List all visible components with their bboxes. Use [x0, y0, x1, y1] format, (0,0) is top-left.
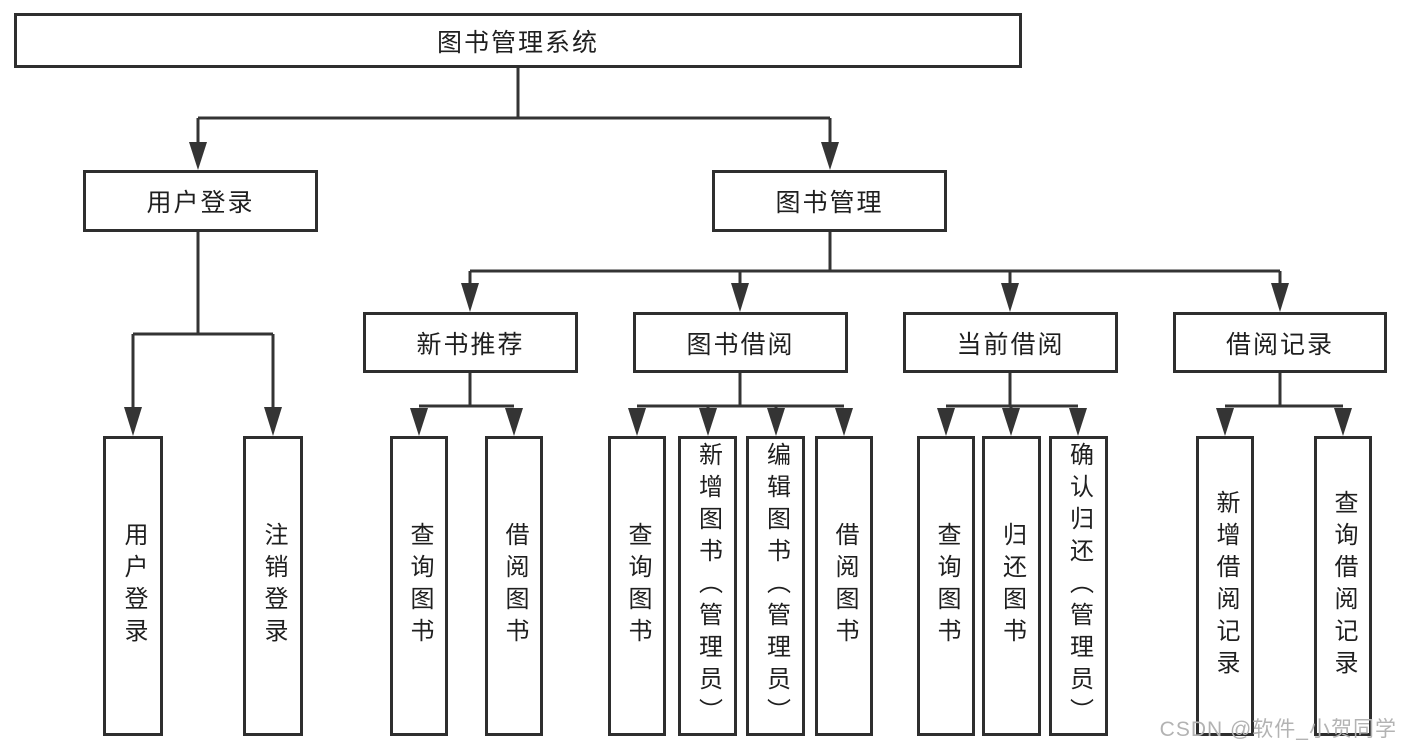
watermark-text: CSDN @软件_小贺同学 — [1159, 718, 1397, 741]
leaf-query-books-recommend-label: 查询图书 — [406, 522, 433, 650]
leaf-query-borrow-record: 查询借阅记录 — [1314, 436, 1372, 736]
node-new-book-recommendation-label: 新书推荐 — [416, 330, 525, 359]
node-book-management: 图书管理 — [712, 170, 947, 232]
node-current-borrowing: 当前借阅 — [903, 312, 1118, 373]
leaf-return-books: 归还图书 — [982, 436, 1041, 736]
node-book-management-label: 图书管理 — [775, 189, 884, 217]
node-user-login: 用户登录 — [83, 170, 318, 232]
connector-new-book-recommendation-children — [410, 373, 523, 436]
leaf-add-book-admin-label: 新增图书（管理员） — [694, 442, 722, 730]
connector-root-to-level2 — [189, 68, 839, 170]
node-current-borrowing-label: 当前借阅 — [956, 330, 1065, 359]
leaf-confirm-return-admin-label: 确认归还（管理员） — [1065, 442, 1093, 730]
node-library-system-label: 图书管理系统 — [436, 28, 599, 57]
leaf-edit-book-admin-label: 编辑图书（管理员） — [762, 442, 790, 730]
leaf-logout: 注销登录 — [243, 436, 303, 736]
leaf-add-borrow-record-label: 新增借阅记录 — [1212, 490, 1239, 682]
leaf-borrow-books-borrowing-label: 借阅图书 — [831, 522, 858, 650]
leaf-edit-book-admin: 编辑图书（管理员） — [746, 436, 805, 736]
leaf-add-borrow-record: 新增借阅记录 — [1196, 436, 1254, 736]
node-book-borrowing-label: 图书借阅 — [686, 330, 795, 359]
node-user-login-label: 用户登录 — [146, 189, 255, 217]
connector-current-borrowing-children — [937, 373, 1087, 436]
leaf-user-login-label: 用户登录 — [120, 522, 147, 650]
node-book-borrowing: 图书借阅 — [633, 312, 848, 373]
connector-borrowing-records-children — [1216, 373, 1352, 436]
leaf-query-books-current: 查询图书 — [917, 436, 975, 736]
leaf-query-books-current-label: 查询图书 — [933, 522, 960, 650]
leaf-query-books-recommend: 查询图书 — [390, 436, 448, 736]
leaf-query-books-borrowing-label: 查询图书 — [624, 522, 651, 650]
node-borrowing-records: 借阅记录 — [1173, 312, 1387, 373]
leaf-borrow-books-borrowing: 借阅图书 — [815, 436, 873, 736]
leaf-logout-label: 注销登录 — [260, 522, 287, 650]
leaf-query-books-borrowing: 查询图书 — [608, 436, 666, 736]
node-library-system: 图书管理系统 — [14, 13, 1022, 68]
node-borrowing-records-label: 借阅记录 — [1225, 330, 1334, 359]
leaf-add-book-admin: 新增图书（管理员） — [678, 436, 737, 736]
leaf-borrow-books-recommend: 借阅图书 — [485, 436, 543, 736]
leaf-user-login: 用户登录 — [103, 436, 163, 736]
node-new-book-recommendation: 新书推荐 — [363, 312, 578, 373]
leaf-return-books-label: 归还图书 — [998, 522, 1026, 650]
connector-user-login-children — [124, 232, 282, 436]
leaf-borrow-books-recommend-label: 借阅图书 — [501, 522, 528, 650]
leaf-confirm-return-admin: 确认归还（管理员） — [1049, 436, 1108, 736]
leaf-query-borrow-record-label: 查询借阅记录 — [1330, 490, 1357, 682]
connector-book-borrowing-children — [628, 373, 853, 436]
connector-book-management-children — [461, 232, 1289, 312]
